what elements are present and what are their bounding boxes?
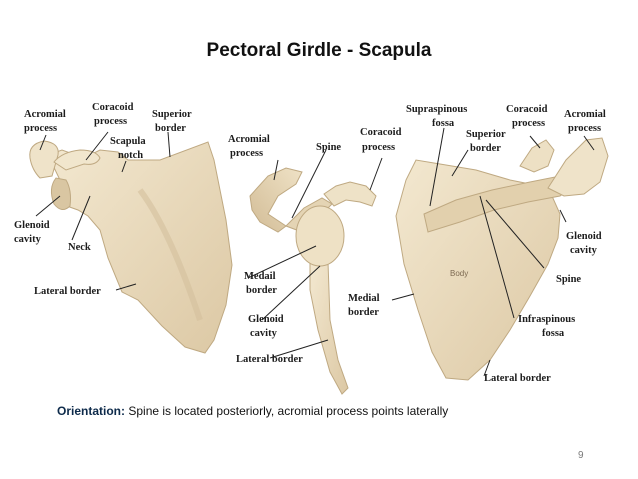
label-lateral-border: Lateral border — [34, 286, 101, 297]
label-superior-border-2: border — [470, 143, 501, 154]
label-medial-border-2: border — [246, 285, 277, 296]
orientation-note: Orientation: Spine is located posteriorl… — [57, 404, 448, 418]
label-acromial-process-2: process — [230, 148, 263, 159]
anterior-coracoid-process — [53, 149, 101, 171]
anterior-labels: Acromial process Coracoid process Superi… — [14, 102, 192, 297]
posterior-labels: Supraspinous fossa Coracoid process Acro… — [348, 104, 606, 384]
label-coracoid-process-2: process — [512, 118, 545, 129]
anterior-view — [29, 140, 233, 354]
label-infraspinous-fossa-2: fossa — [542, 328, 565, 339]
label-supraspinous-fossa-2: fossa — [432, 118, 455, 129]
label-glenoid-cavity-2: cavity — [14, 234, 42, 245]
label-spine: Spine — [556, 274, 581, 285]
label-acromial-process-2: process — [568, 123, 601, 134]
anterior-glenoid-cavity — [50, 177, 71, 210]
label-infraspinous-fossa-1: Infraspinous — [518, 314, 575, 325]
label-spine: Spine — [316, 142, 341, 153]
lateral-view — [249, 167, 377, 395]
label-glenoid-cavity-2: cavity — [570, 245, 598, 256]
page-number: 9 — [578, 450, 584, 461]
label-coracoid-process-2: process — [94, 116, 127, 127]
label-medial-border-2: border — [348, 307, 379, 318]
posterior-acromial-process — [547, 137, 609, 197]
anterior-acromial-process — [29, 140, 59, 179]
label-medial-border-1: Medail — [244, 271, 276, 282]
label-lateral-border: Lateral border — [236, 354, 303, 365]
label-scapula-notch-1: Scapula — [110, 136, 146, 147]
label-coracoid-process-1: Coracoid — [506, 104, 548, 115]
lateral-labels: Acromial process Spine Coracoid process … — [228, 127, 402, 365]
label-glenoid-cavity-1: Glenoid — [248, 314, 284, 325]
lateral-coracoid-process — [323, 181, 377, 207]
label-coracoid-process-1: Coracoid — [92, 102, 134, 113]
label-superior-border-1: Superior — [152, 109, 192, 120]
label-glenoid-cavity-1: Glenoid — [14, 220, 50, 231]
label-glenoid-cavity-1: Glenoid — [566, 231, 602, 242]
label-acromial-process-2: process — [24, 123, 57, 134]
leader-lines — [35, 127, 595, 377]
label-acromial-process-1: Acromial — [564, 109, 606, 120]
label-coracoid-process-1: Coracoid — [360, 127, 402, 138]
label-supraspinous-fossa-1: Supraspinous — [406, 104, 467, 115]
label-scapula-notch-2: notch — [118, 150, 143, 161]
label-body: Body — [450, 269, 468, 278]
label-coracoid-process-2: process — [362, 142, 395, 153]
label-superior-border-1: Superior — [466, 129, 506, 140]
label-acromial-process-1: Acromial — [228, 134, 270, 145]
orientation-label: Orientation: — [57, 404, 125, 418]
lateral-blade — [309, 261, 349, 395]
slide-title: Pectoral Girdle - Scapula — [206, 40, 432, 61]
posterior-coracoid-process — [519, 139, 555, 173]
posterior-view — [395, 137, 609, 381]
label-medial-border-1: Medial — [348, 293, 380, 304]
label-lateral-border: Lateral border — [484, 373, 551, 384]
label-acromial-process-1: Acromial — [24, 109, 66, 120]
anterior-scapula-body — [47, 141, 233, 354]
label-neck: Neck — [68, 242, 91, 253]
label-superior-border-2: border — [155, 123, 186, 134]
label-glenoid-cavity-2: cavity — [250, 328, 278, 339]
lateral-glenoid-cavity — [295, 205, 345, 267]
orientation-text: Spine is located posteriorly, acromial p… — [128, 404, 449, 418]
lateral-acromial-process — [249, 167, 303, 233]
